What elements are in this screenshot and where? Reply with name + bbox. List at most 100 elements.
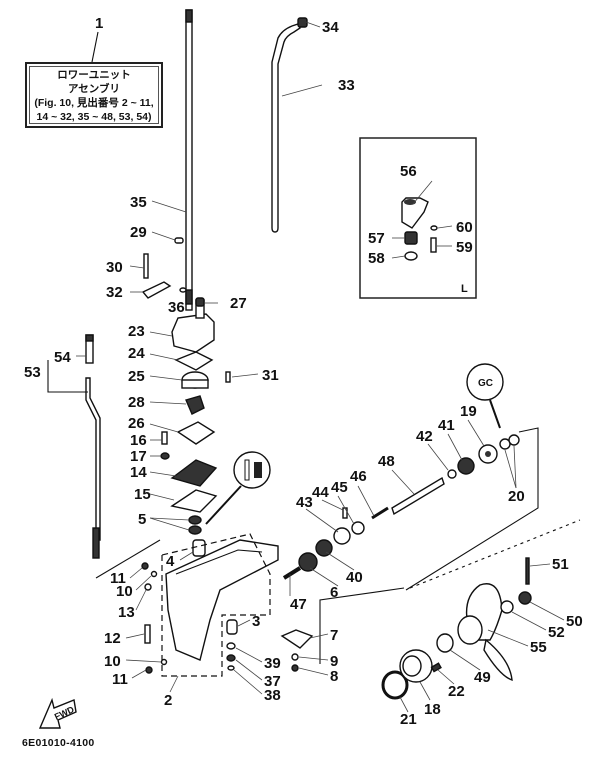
svg-text:GC: GC xyxy=(478,378,493,389)
label-53: 53 xyxy=(24,364,41,381)
label-60: 60 xyxy=(456,219,473,236)
bracket-20 xyxy=(405,427,539,591)
washer-9 xyxy=(291,653,299,661)
outer-plate-cartridge-26 xyxy=(176,421,216,445)
impeller-28 xyxy=(185,395,205,415)
label-57: 57 xyxy=(368,230,385,247)
washer-42 xyxy=(447,469,457,479)
label-1: 1 xyxy=(95,15,103,32)
label-26: 26 xyxy=(128,415,145,432)
label-9: 9 xyxy=(330,653,338,670)
drive-shaft-35 xyxy=(185,9,193,311)
label-35: 35 xyxy=(130,194,147,211)
lower-case-2 xyxy=(165,539,279,661)
ring-45 xyxy=(351,521,365,535)
note-line-1: ロワーユニット xyxy=(57,69,131,81)
inset-corner-label: L xyxy=(461,283,468,295)
bolt-12 xyxy=(144,624,151,644)
pinion-41 xyxy=(457,457,475,475)
label-21: 21 xyxy=(400,711,417,728)
note-line-2: アセンブリ xyxy=(68,83,120,95)
label-50: 50 xyxy=(566,613,583,630)
bolt-30 xyxy=(143,253,149,279)
washer-17 xyxy=(160,452,170,460)
note-line-4: 14 ~ 32, 35 ~ 48, 53, 54) xyxy=(36,111,152,123)
label-10b: 10 xyxy=(104,653,121,670)
label-29: 29 xyxy=(130,224,147,241)
grommet-34 xyxy=(297,17,308,28)
shift-link-32 xyxy=(141,281,172,299)
spacer-49 xyxy=(436,633,454,653)
label-11b: 11 xyxy=(112,671,128,688)
label-12: 12 xyxy=(104,630,121,647)
propeller-housing-18 xyxy=(399,649,433,683)
label-51: 51 xyxy=(552,556,569,573)
oil-seal-20 xyxy=(499,434,520,450)
label-22: 22 xyxy=(448,683,465,700)
label-38: 38 xyxy=(264,687,281,704)
cotter-pin-51 xyxy=(525,557,530,585)
pin-44 xyxy=(342,507,348,519)
label-15: 15 xyxy=(134,486,151,503)
leader-prop xyxy=(409,519,581,589)
label-49: 49 xyxy=(474,669,491,686)
note-line-3: (Fig. 10, 見出番号 2 ~ 11, xyxy=(34,97,154,109)
label-58: 58 xyxy=(368,250,385,267)
label-59: 59 xyxy=(456,239,473,256)
nut-37 xyxy=(226,654,236,662)
bolt-8 xyxy=(291,664,299,672)
o-ring-21 xyxy=(381,670,409,700)
label-47: 47 xyxy=(290,596,307,613)
water-tube-33 xyxy=(271,23,301,233)
washer-52 xyxy=(500,600,514,614)
washer-60 xyxy=(430,225,438,231)
label-34: 34 xyxy=(322,19,339,36)
label-8: 8 xyxy=(330,668,338,685)
label-56: 56 xyxy=(400,163,417,180)
label-3: 3 xyxy=(252,613,260,630)
pin-29 xyxy=(174,237,184,244)
shift-rod-joint-54 xyxy=(85,334,94,364)
label-41: 41 xyxy=(438,417,455,434)
bolt-59 xyxy=(430,237,437,253)
bracket-prop xyxy=(319,587,405,664)
label-6: 6 xyxy=(330,584,338,601)
label-24: 24 xyxy=(128,345,145,362)
inset-box xyxy=(359,137,477,299)
label-17: 17 xyxy=(130,448,147,465)
leader-lines xyxy=(76,21,453,531)
bushing-57 xyxy=(404,231,418,245)
label-40: 40 xyxy=(346,569,363,586)
label-30: 30 xyxy=(106,259,123,276)
washer-10b xyxy=(160,658,168,666)
bracket-56 xyxy=(401,197,429,229)
dog-clutch-pin-47 xyxy=(282,566,302,580)
oil-seal-5 xyxy=(188,515,202,535)
shift-rod-53 xyxy=(85,377,101,559)
washer-10a xyxy=(150,570,158,578)
label-36: 36 xyxy=(168,299,185,316)
label-25: 25 xyxy=(128,368,145,385)
label-48: 48 xyxy=(378,453,395,470)
label-32: 32 xyxy=(106,284,123,301)
leader-lines-2 xyxy=(125,419,565,713)
label-2: 2 xyxy=(164,692,172,709)
plug-13 xyxy=(144,583,152,591)
washer-39 xyxy=(226,642,236,650)
dashed-group-2 xyxy=(161,533,271,677)
grommet-27 xyxy=(195,297,205,307)
label-52: 52 xyxy=(548,624,565,641)
dog-clutch-40 xyxy=(315,539,333,557)
washer-38 xyxy=(227,665,235,671)
nut-58 xyxy=(404,251,418,261)
label-16: 16 xyxy=(130,432,147,449)
label-46: 46 xyxy=(350,468,367,485)
forward-gear-6 xyxy=(298,552,318,572)
label-42: 42 xyxy=(416,428,433,445)
label-19: 19 xyxy=(460,403,477,420)
label-20: 20 xyxy=(508,488,525,505)
label-23: 23 xyxy=(128,323,145,340)
fwd-arrow: FWD xyxy=(38,697,77,729)
label-54: 54 xyxy=(54,349,71,366)
